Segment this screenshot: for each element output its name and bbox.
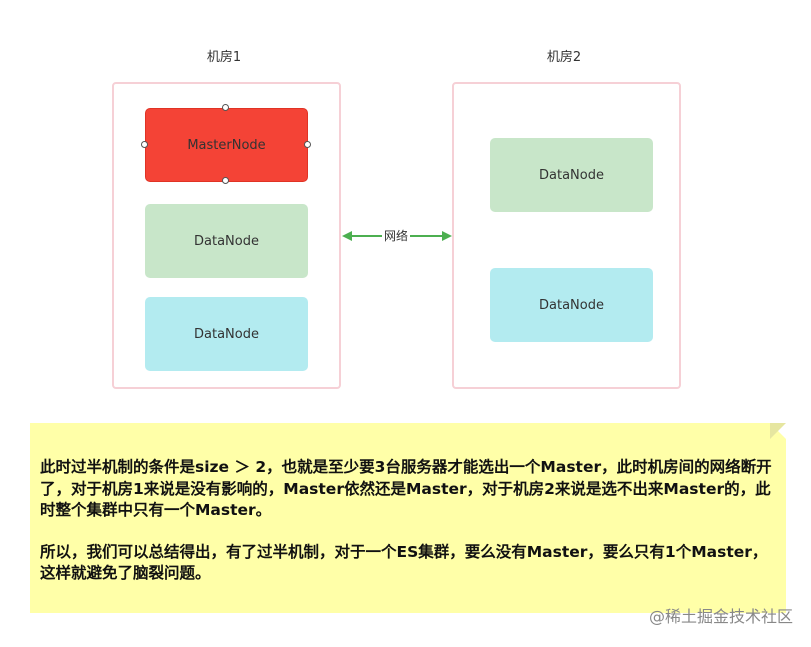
data-node-label: DataNode (194, 326, 259, 342)
note-paragraph-2: 所以，我们可以总结得出，有了过半机制，对于一个ES集群，要么没有Master，要… (40, 542, 768, 583)
data-node-label: DataNode (539, 167, 604, 183)
watermark: @稀土掘金技术社区 (648, 607, 793, 626)
network-label: 网络 (382, 229, 411, 243)
selection-handle-left[interactable] (141, 141, 148, 148)
data-node-label: DataNode (539, 297, 604, 313)
selection-handle-right[interactable] (304, 141, 311, 148)
selection-handle-bottom[interactable] (222, 177, 229, 184)
room1-data-node-1[interactable]: DataNode (145, 204, 308, 278)
master-node-label: MasterNode (187, 137, 266, 153)
room2-data-node-2[interactable]: DataNode (490, 268, 653, 342)
room1-title: 机房1 (206, 50, 242, 65)
arrow-right-icon (442, 231, 452, 241)
room2-title: 机房2 (546, 50, 582, 65)
note-text: 此时过半机制的条件是size ＞ 2，也就是至少要3台服务器才能选出一个Mast… (40, 457, 776, 605)
arrow-left-icon (342, 231, 352, 241)
explanation-note: 此时过半机制的条件是size ＞ 2，也就是至少要3台服务器才能选出一个Mast… (30, 423, 786, 613)
room1-data-node-2[interactable]: DataNode (145, 297, 308, 371)
room2-data-node-1[interactable]: DataNode (490, 138, 653, 212)
selection-handle-top[interactable] (222, 104, 229, 111)
note-fold-icon (770, 423, 786, 439)
data-node-label: DataNode (194, 233, 259, 249)
note-paragraph-1: 此时过半机制的条件是size ＞ 2，也就是至少要3台服务器才能选出一个Mast… (40, 458, 772, 519)
